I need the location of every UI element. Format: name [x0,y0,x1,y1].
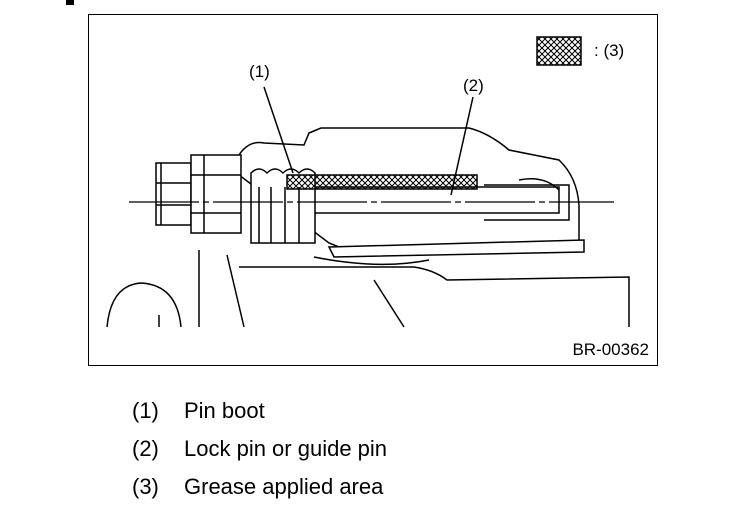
legend-text: Grease applied area [184,474,384,499]
legend-item: (1) Pin boot [132,392,387,430]
caliper-diagram: (1) (2) : (3) BR-00362 [88,14,658,366]
legend-item: (3) Grease applied area [132,468,387,506]
page-fragment-mark [66,0,74,5]
callout-2-label: (2) [463,76,484,95]
grease-legend-label: : (3) [594,41,625,60]
legend-item: (2) Lock pin or guide pin [132,430,387,468]
legend-number: (1) [132,398,159,423]
legend-number: (3) [132,474,159,499]
legend-text: Pin boot [184,398,265,423]
legend-text: Lock pin or guide pin [184,436,388,461]
figure-id: BR-00362 [572,340,649,359]
legend-number: (2) [132,436,159,461]
callout-1-label: (1) [249,62,270,81]
caliper-drawing [106,36,630,328]
parts-legend: (1) Pin boot (2) Lock pin or guide pin (… [132,392,387,506]
